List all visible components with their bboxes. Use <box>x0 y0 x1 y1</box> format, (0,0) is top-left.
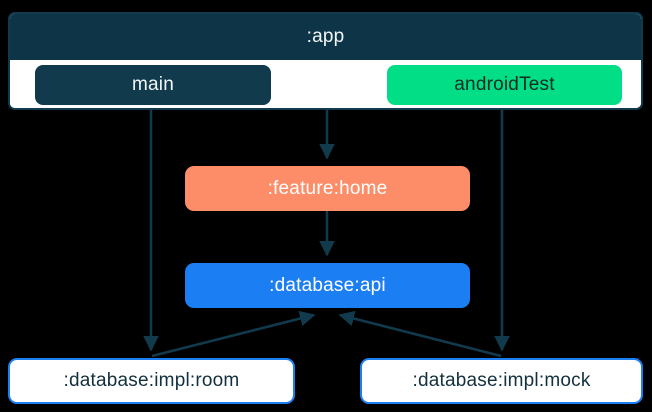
node-androidtest[interactable]: androidTest <box>387 65 622 105</box>
edge-database-impl-room-to-database-api <box>151 310 316 358</box>
node-feature-home[interactable]: :feature:home <box>185 166 470 211</box>
node-database-impl-room[interactable]: :database:impl:room <box>8 358 295 404</box>
node-database-impl-mock[interactable]: :database:impl:mock <box>360 358 643 404</box>
node-database-api[interactable]: :database:api <box>185 263 470 308</box>
cluster-app-title: :app <box>10 14 641 60</box>
cluster-app[interactable]: :app main androidTest <box>8 12 643 110</box>
cluster-app-body: main androidTest <box>10 60 641 108</box>
node-main[interactable]: main <box>35 65 271 105</box>
edge-database-impl-mock-to-database-api <box>338 310 502 358</box>
